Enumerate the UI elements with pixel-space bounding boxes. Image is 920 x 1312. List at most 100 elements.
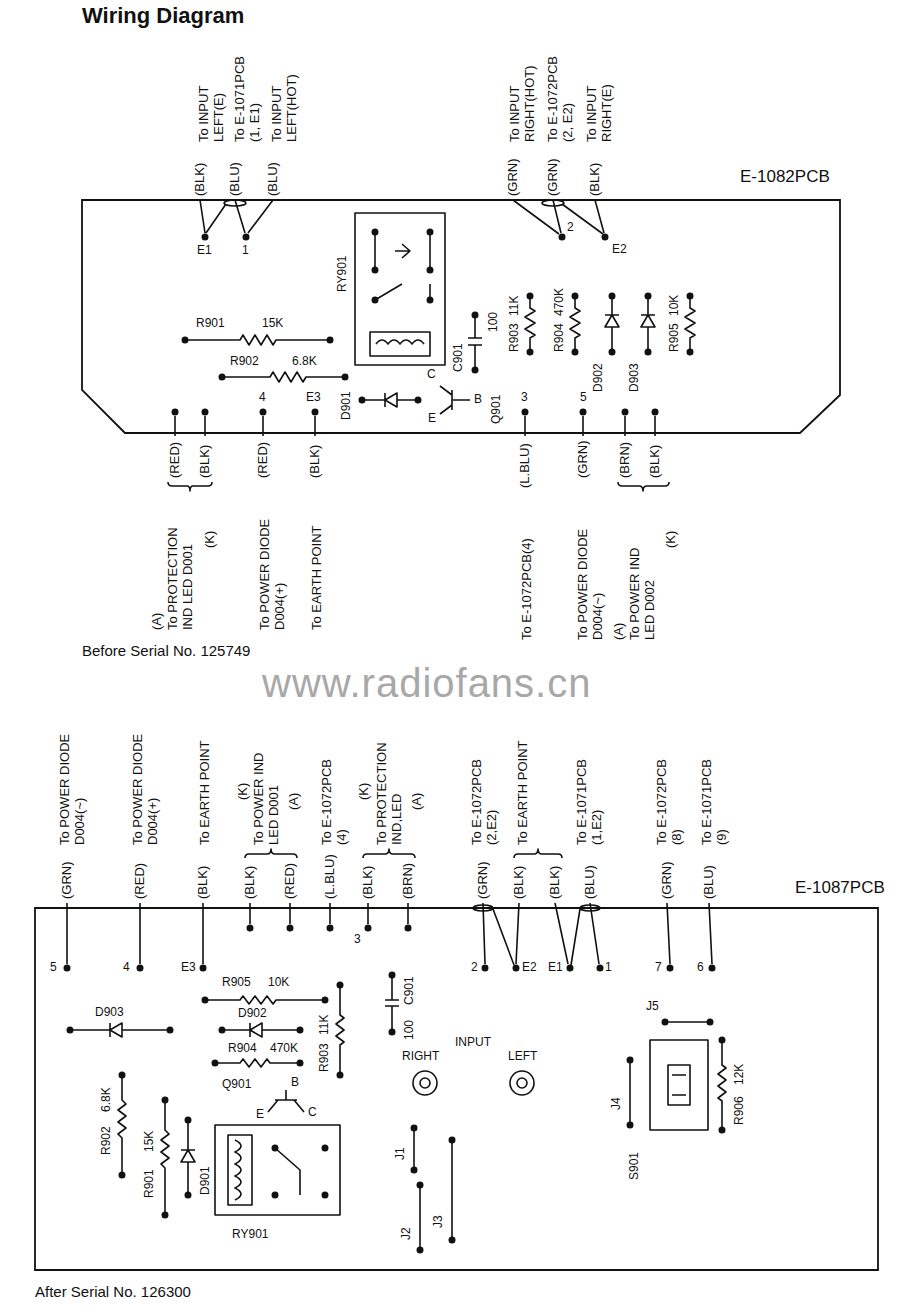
pad-label: Q901 (222, 1078, 251, 1092)
jack-symbol (413, 1071, 437, 1095)
serial-note: After Serial No. 126300 (35, 1283, 191, 1300)
wire-label: (BLU) (583, 865, 598, 899)
wire-label: (K) (203, 531, 218, 548)
pcb-outline (82, 200, 840, 433)
pad-label: R904 (228, 1042, 257, 1056)
part-label: D902 (592, 363, 606, 392)
serial-note: Before Serial No. 125749 (82, 642, 250, 659)
watermark: www.radiofans.cn (262, 660, 591, 706)
relay-symbol (355, 213, 445, 365)
wire-label: (GRN) (576, 440, 591, 478)
wire-label: (K) (357, 783, 372, 800)
part-label: J3 (432, 1215, 446, 1228)
pad-label: B (291, 1076, 299, 1090)
pad-label: 6.8K (292, 355, 317, 369)
part-label: 470K (553, 288, 567, 316)
part-label: D901 (340, 391, 354, 420)
wire-label: (BLK) (196, 866, 211, 899)
wire-label: (BLK) (648, 445, 663, 478)
pad-label: C (427, 368, 436, 382)
capacitor-symbol (468, 315, 482, 370)
pcb-outline (35, 908, 878, 1270)
pad-label: D903 (95, 1006, 124, 1020)
part-label: J1 (394, 1147, 408, 1160)
solder-pad (64, 925, 726, 1254)
pad-label: 3 (521, 391, 528, 405)
pad-label: E (256, 1108, 264, 1122)
wire-label: (BLK) (193, 163, 208, 196)
wire-label: To POWER DIODE D004(~) (58, 725, 88, 845)
wire-label: (BLU) (228, 162, 243, 196)
part-label: R902 (100, 1126, 114, 1155)
wire-label: (BLK) (198, 445, 213, 478)
diode-symbol (70, 1023, 300, 1195)
wire-label: To E-1071PCB (1,E2) (575, 745, 605, 845)
part-label: J4 (610, 1097, 624, 1110)
wire-label: (GRN) (660, 861, 675, 899)
wire-label: (BLU) (266, 162, 281, 196)
pad-label: RIGHT (402, 1050, 439, 1064)
part-label: D901 (199, 1166, 213, 1195)
wire-label: (GRN) (60, 861, 75, 899)
wire-label: To PROTECTION IND LED D001 (166, 510, 196, 630)
wire-label: (GRN) (546, 158, 561, 196)
part-label: 15K (143, 1131, 157, 1152)
wire-label: (A) (287, 793, 302, 810)
pad-label: 5 (50, 961, 57, 975)
wire-label: (RED) (133, 863, 148, 899)
wire-label: (A) (410, 793, 425, 810)
pad-label: E3 (306, 391, 321, 405)
wire-label: To INPUT LEFT(E) (197, 62, 227, 142)
wire-label: (BRN) (618, 442, 633, 478)
pad-label: 4 (259, 391, 266, 405)
wire-label: (RED) (168, 442, 183, 478)
part-label: 100 (487, 312, 501, 332)
pad-label: LEFT (508, 1050, 537, 1064)
pad-label: 1 (242, 244, 249, 258)
wire-label: (BRN) (401, 863, 416, 899)
board-name: E-1082PCB (740, 167, 830, 187)
part-label: R903 (508, 323, 522, 352)
wire-label: (A) (612, 623, 627, 640)
wire-label: To POWER IND LED D001 (252, 725, 282, 845)
pad-label: J5 (646, 1000, 659, 1014)
wire-label: (GRN) (506, 158, 521, 196)
wire-label: To POWER DIODE D004(+) (131, 725, 161, 845)
pad-label: R902 (230, 355, 259, 369)
wire-label: (BLK) (548, 866, 563, 899)
part-label: S901 (628, 1152, 642, 1180)
pad-label: E1 (197, 244, 212, 258)
wire (67, 903, 712, 965)
wire-label: To E-1072PCB (4) (320, 745, 350, 845)
wire-label: (K) (664, 531, 679, 548)
wire-label: To E-1071PCB (9) (700, 745, 730, 845)
wire-label: To EARTH POINT (310, 525, 325, 630)
wire-label: To EARTH POINT (516, 740, 531, 845)
wire-label: (BLK) (308, 445, 323, 478)
part-label: 10K (668, 295, 682, 316)
wire-label: To E-1071PCB (1, E1) (233, 44, 263, 142)
wire-label: (RED) (256, 442, 271, 478)
transistor-symbol (268, 1090, 304, 1112)
pad-label: 470K (270, 1042, 298, 1056)
bracket (245, 849, 562, 858)
resistor-symbol (185, 335, 345, 382)
resistor-symbol (118, 1040, 726, 1215)
part-label: D903 (628, 363, 642, 392)
part-label: R906 (733, 1096, 747, 1125)
pad-label: B (474, 393, 482, 407)
diagram-title: Wiring Diagram (82, 3, 244, 28)
pad-label: R901 (196, 317, 225, 331)
wire-label: To INPUT RIGHT(HOT) (508, 62, 538, 142)
wire-label: (BLK) (361, 866, 376, 899)
pad-label: R905 (222, 976, 251, 990)
wire-label: To INPUT RIGHT(E) (585, 62, 615, 142)
pcb-board: E-1087PCB (35, 908, 878, 1270)
pad-label: RY901 (232, 1228, 268, 1242)
part-label: 11K (508, 296, 522, 316)
part-label: R904 (553, 323, 567, 352)
pad-label: D902 (238, 1007, 267, 1021)
pad-label: E1 (548, 961, 563, 975)
jumper-wire (414, 1022, 710, 1250)
